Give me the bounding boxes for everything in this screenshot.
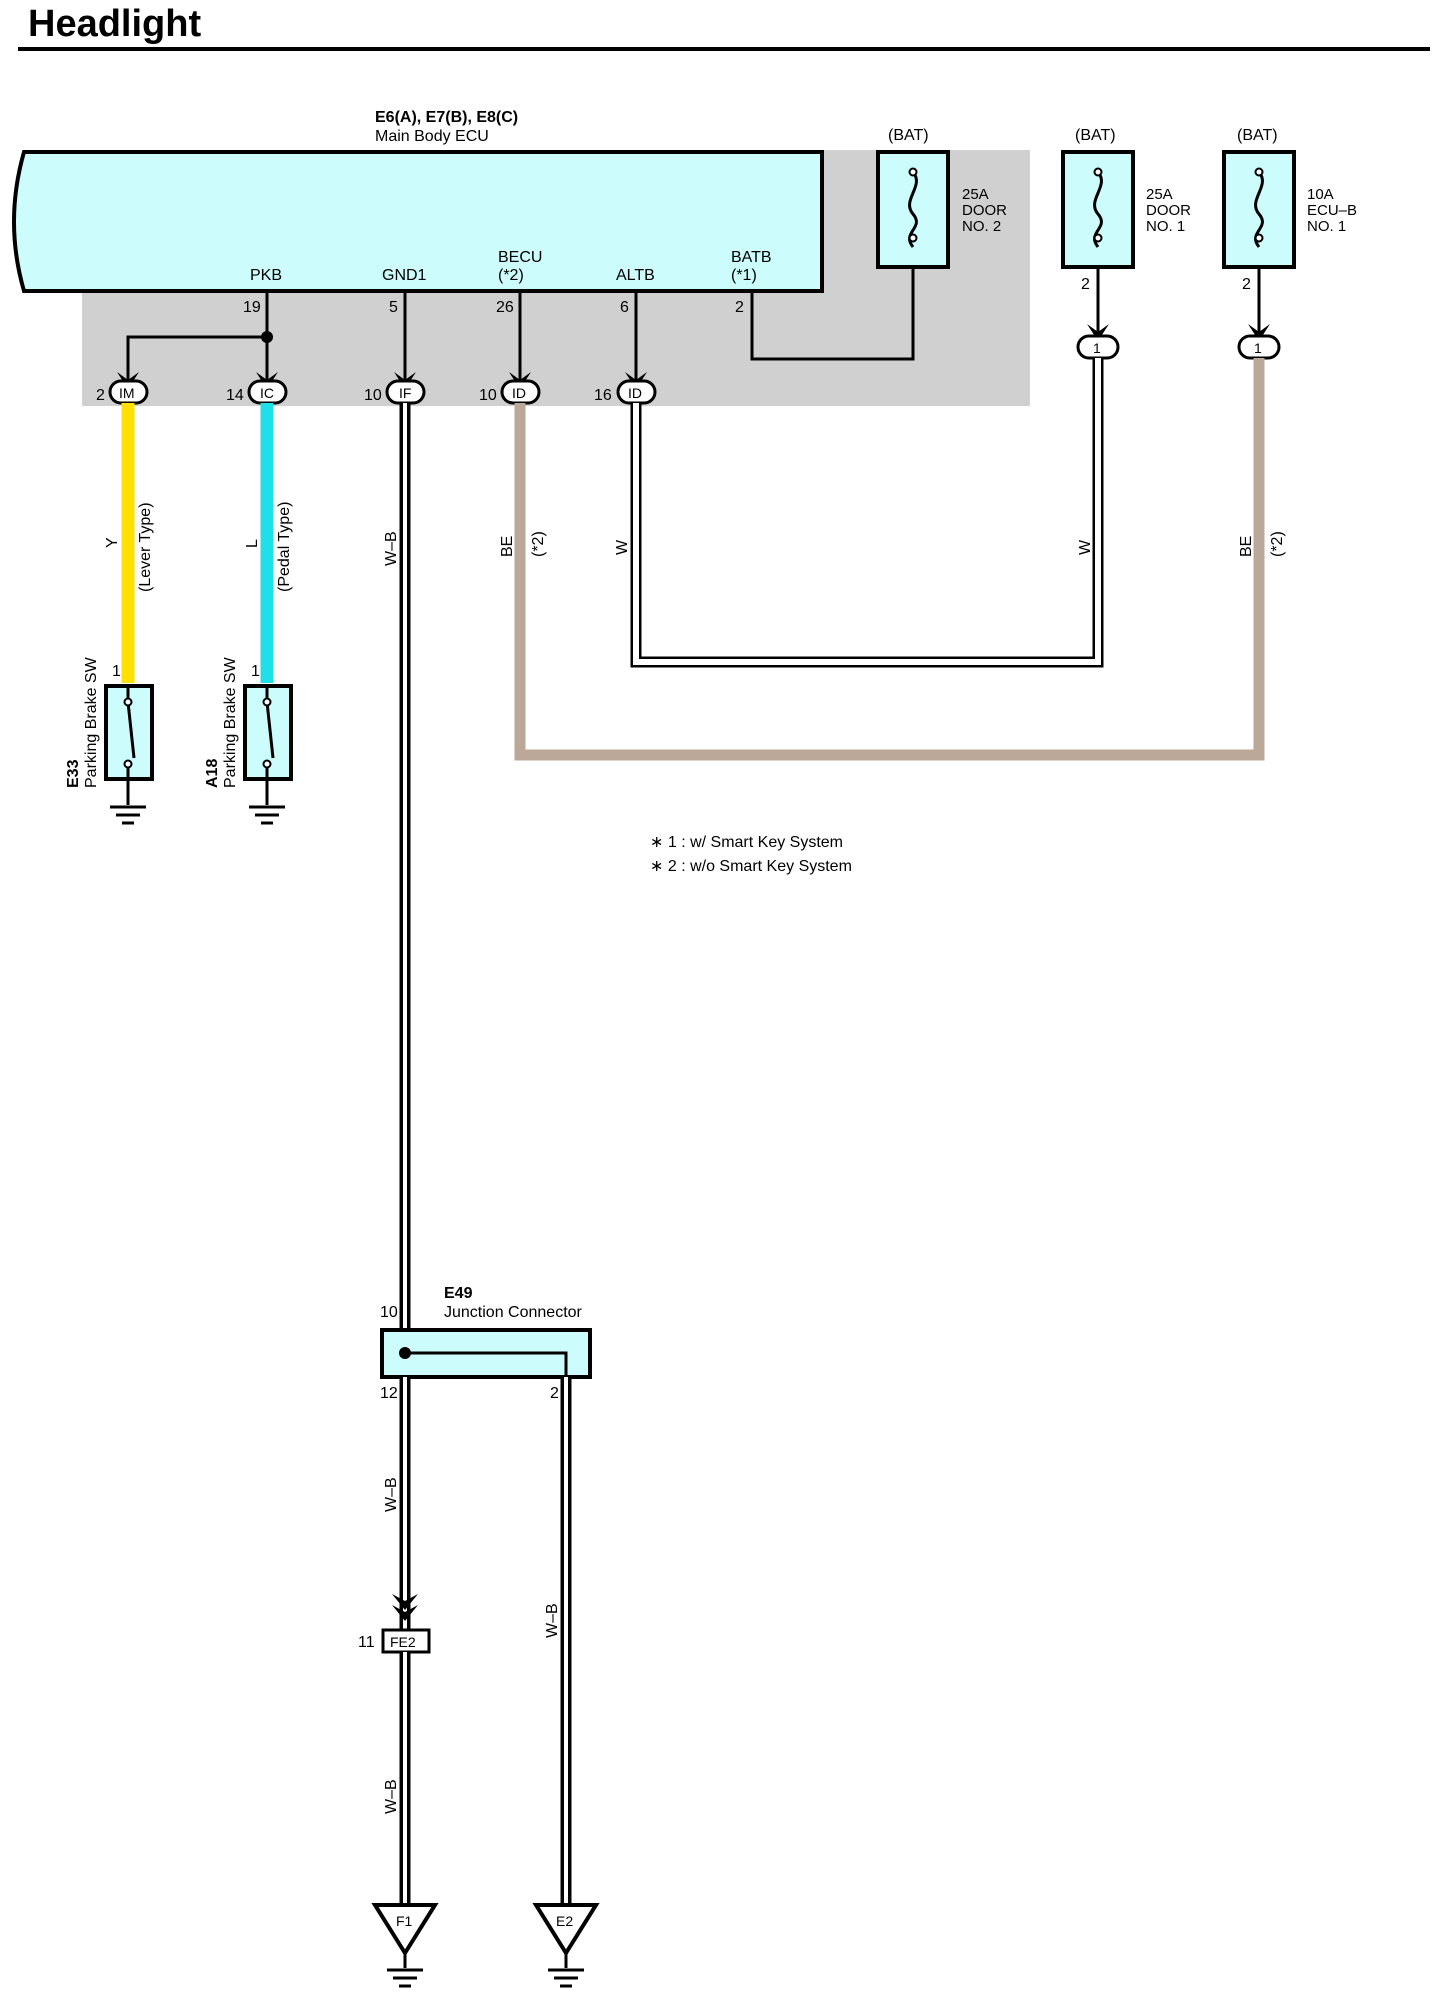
connector-if-pin: 10 [364,387,382,404]
junction-e49-pin-out1: 12 [380,1385,398,1402]
wire-becu-color: BE [499,536,516,557]
fuse-door-no2-line1: DOOR [962,202,1007,219]
connector-ic: 14 IC [226,379,288,405]
ecu-pin-pkb-label: PKB [250,267,282,284]
wire-ic-color: L [244,539,261,548]
ecu-pin-batb-label: BATB [731,249,772,266]
wire-beige-be [514,358,1265,761]
fuse-ecu-b-no1-line2: NO. 1 [1307,218,1346,235]
ecu-pin-becu-label: BECU [498,249,542,266]
wire-e49-12-color: W–B [383,1477,400,1512]
fuse-door-no1-pin: 2 [1081,276,1090,293]
switch-a18-pin: 1 [251,663,260,680]
ecu-pin-pkb-number: 19 [243,299,261,316]
fuse-ecu-b-no1-rating: 10A [1307,186,1334,203]
connector-im-code: IM [119,385,135,401]
wire-im-note: (Lever Type) [137,502,154,592]
switch-e33-name: Parking Brake SW [83,656,100,788]
connector-if-code: IF [399,385,411,401]
fuse-ecu-b-no1-connector: 1 [1254,340,1262,356]
switch-a18: 1 A18 Parking Brake SW [204,656,293,825]
fuse-door-no1-line1: DOOR [1146,202,1191,219]
fuse-door-no2-source: (BAT) [888,127,929,144]
fuse-door-no2: (BAT) 25A DOOR NO. 2 [876,127,1007,269]
switch-e33-ground-icon [110,805,146,825]
fuse-door-no1-line2: NO. 1 [1146,218,1185,235]
wire-e49-2-color: W–B [544,1603,561,1638]
fuse-ecu-b-no1-line1: ECU–B [1307,202,1357,219]
ecu-pin-altb-label: ALTB [616,267,655,284]
switch-a18-name: Parking Brake SW [222,656,239,788]
fuse-door-no1-rating: 25A [1146,186,1173,203]
connector-im-pin: 2 [96,387,105,404]
wire-altb-color: W [614,539,631,555]
junction-e49-ref: E49 [444,1285,473,1302]
ecu-pin-becu-sub: (*2) [498,267,524,284]
fuse-ecu-b-no1: (BAT) 10A ECU–B NO. 1 2 1 [1222,127,1357,360]
fuse-door-no2-line2: NO. 2 [962,218,1001,235]
connector-ic-pin: 14 [226,387,244,404]
note-2: ∗ 2 : w/o Smart Key System [650,858,852,875]
connector-id-altb-code: ID [628,385,642,401]
wire-im-color: Y [104,537,121,548]
fuse-door-no1-source: (BAT) [1075,127,1116,144]
junction-e49-pin-out2: 2 [550,1385,559,1402]
junction-e49-name: Junction Connector [444,1304,583,1321]
switch-e33-pin: 1 [112,663,121,680]
switch-a18-ground-icon [249,805,285,825]
ecu-pin-gnd1-number: 5 [389,299,398,316]
pkb-splice-dot [261,331,273,343]
ecu-pin-batb-number: 2 [735,299,744,316]
ground-f1-icon [387,1968,423,1988]
connector-ic-code: IC [260,385,274,401]
fuse-ecu-b-no1-arrow [1248,324,1270,341]
wire-door1-color: W [1077,539,1094,555]
fuse-door-no1: (BAT) 25A DOOR NO. 1 2 1 [1061,127,1191,360]
ecu-internal-wiring [126,247,915,380]
wire-ecub-color: BE [1238,536,1255,557]
fe2-code: FE2 [390,1634,416,1650]
wire-ecub-note: (*2) [1269,531,1286,557]
ecu-pin-batb-sub: (*1) [731,267,757,284]
connector-id-altb: 16 ID [594,379,657,405]
ecu-pin-altb-number: 6 [620,299,629,316]
connector-id-becu: 10 ID [479,379,541,405]
connector-im: 2 IM [96,379,149,405]
junction-connector-e49: E49 Junction Connector 10 12 2 [380,1285,592,1402]
connector-id-becu-code: ID [512,385,526,401]
fuse-door-no1-connector: 1 [1093,340,1101,356]
wire-becu-note: (*2) [530,531,547,557]
connector-id-altb-pin: 16 [594,387,612,404]
fe2-pin: 11 [358,1634,375,1651]
junction-e49-pin-in: 10 [380,1304,398,1321]
switch-a18-ref: A18 [204,759,221,788]
page-title: Headlight [28,3,201,45]
fuse-ecu-b-no1-source: (BAT) [1237,127,1278,144]
fuse-door-no1-arrow [1087,324,1109,341]
ecu-pin-gnd1-label: GND1 [382,267,427,284]
fe2-double-arrow-2 [392,1605,418,1621]
ground-e2-icon [548,1968,584,1988]
connector-id-becu-pin: 10 [479,387,497,404]
ecu-name-label: Main Body ECU [375,128,489,145]
switch-e33-ref: E33 [65,759,82,788]
note-1: ∗ 1 : w/ Smart Key System [650,834,843,851]
wire-if-color: W–B [383,531,400,566]
main-body-ecu-box [12,150,824,293]
fuse-ecu-b-no1-pin: 2 [1242,276,1251,293]
fuse-door-no2-rating: 25A [962,186,989,203]
wire-fe2-down-color: W–B [383,1779,400,1814]
ground-e2-label: E2 [556,1913,573,1929]
ground-f1-label: F1 [396,1913,413,1929]
ground-e2: E2 [532,1903,600,1988]
fe2-double-arrow [392,1594,418,1610]
wire-white-w-inner [633,358,1101,665]
ecu-ref-label: E6(A), E7(B), E8(C) [375,109,518,126]
ground-f1: F1 [371,1903,439,1988]
ecu-pin-becu-number: 26 [496,299,514,316]
wire-ic-note: (Pedal Type) [276,502,293,592]
switch-e33: 1 E33 Parking Brake SW [65,656,154,825]
